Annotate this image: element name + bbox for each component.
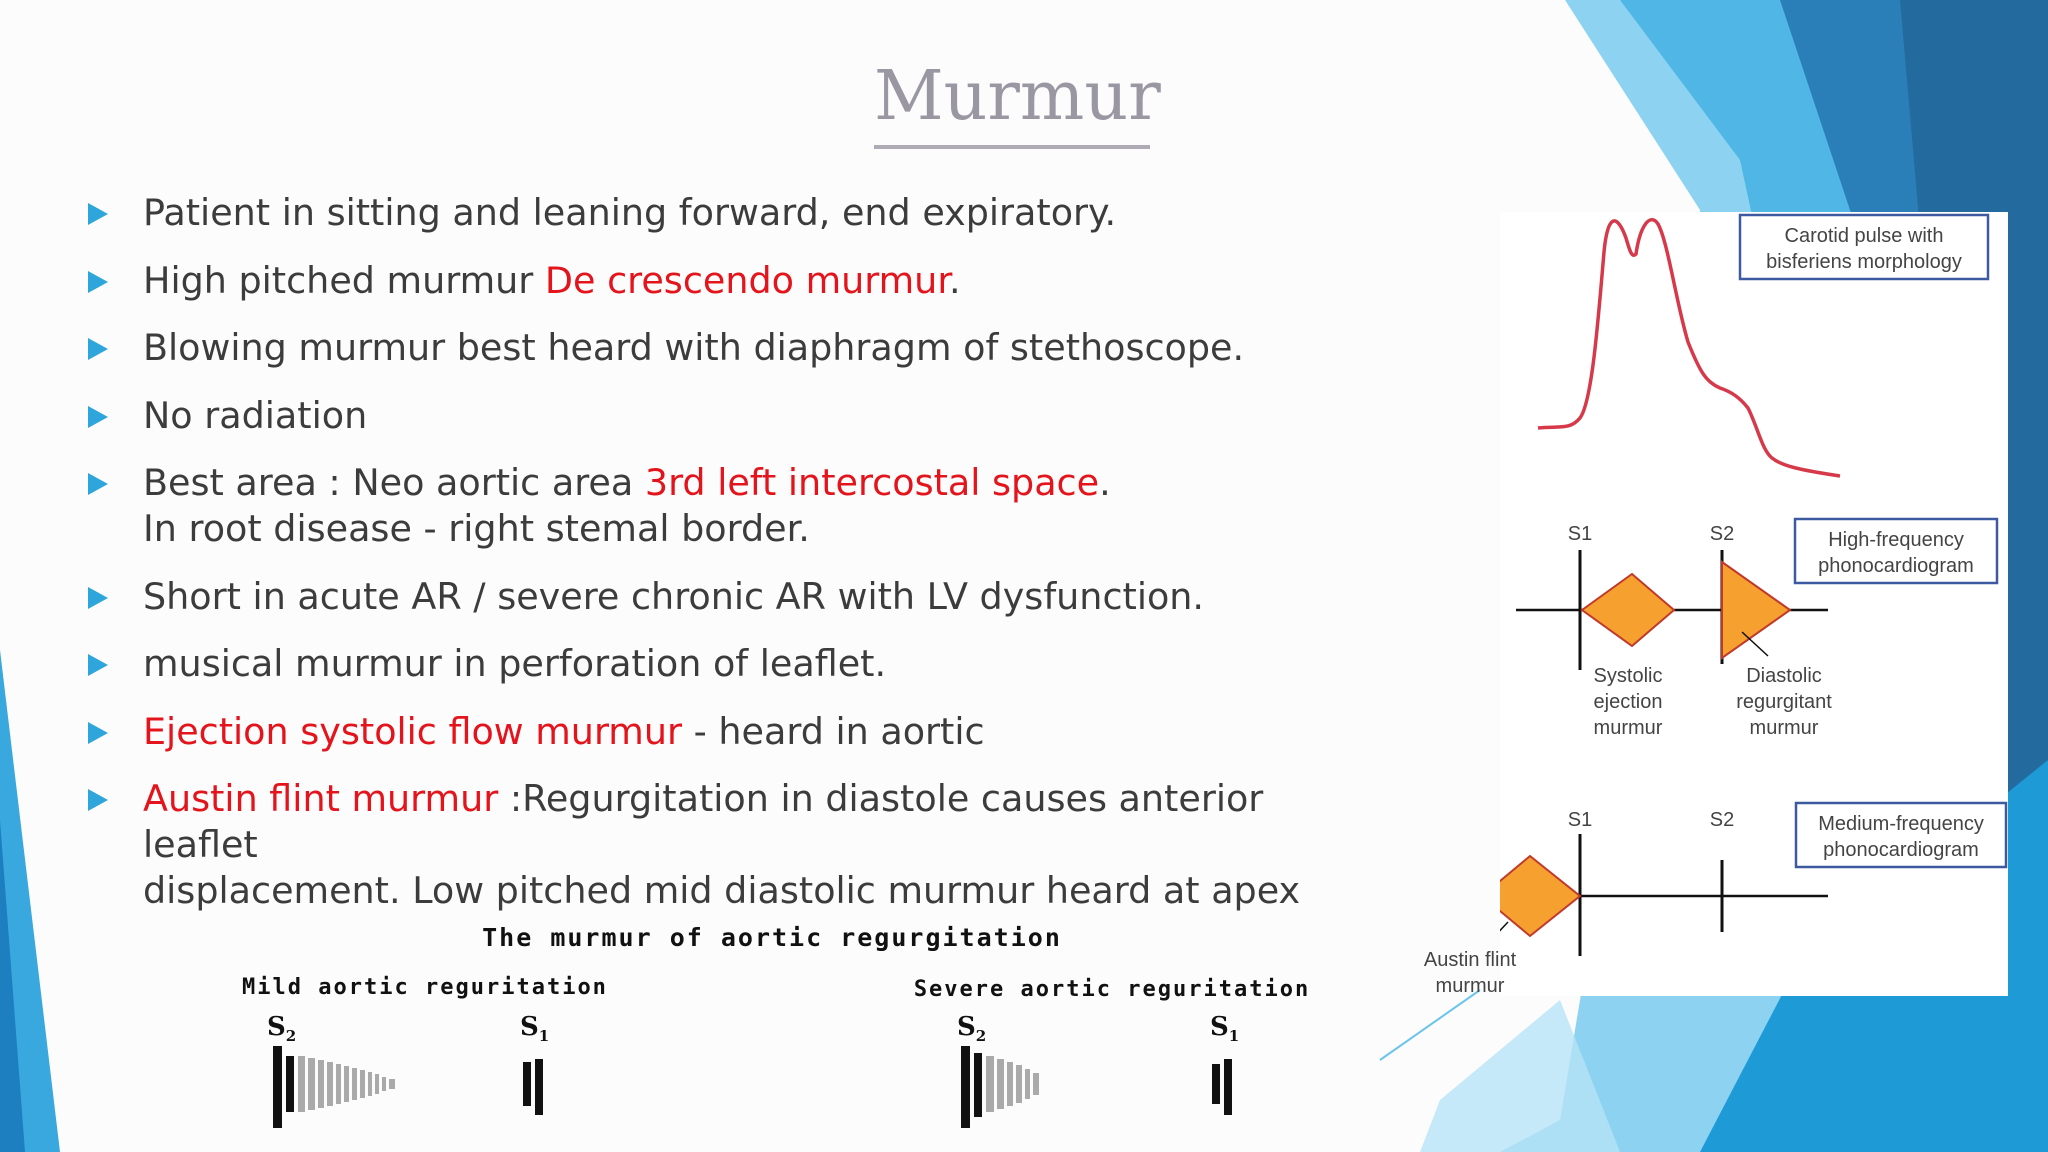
s2-label-high: S2 (1710, 523, 1734, 545)
diastolic-regurgitant-murmur-triangle (1721, 560, 1792, 660)
severe-label: Severe aortic reguritation (914, 977, 1310, 1002)
s1-label-high: S1 (1568, 523, 1592, 545)
carotid-label-line2: bisferiens morphology (1766, 251, 1962, 273)
severe-s1-label: S1 (1210, 1012, 1239, 1045)
bullet-text: - heard in aortic (682, 709, 985, 753)
high-frequency-label-box (1793, 517, 1999, 585)
austin-flint-murmur-diamond (1500, 854, 1582, 938)
bullet-arrow-icon (88, 203, 108, 225)
carotid-label-box (1738, 213, 1990, 281)
bullet-arrow-icon (88, 338, 108, 360)
bullet-text: musical murmur in perforation of leaflet… (143, 642, 887, 685)
bullet-arrow-icon (88, 270, 108, 293)
bullet-text: Blowing murmur best heard with diaphragm… (143, 326, 1245, 369)
austin-label-line1: Austin flint (1424, 949, 1517, 971)
systolic-label-line1: Systolic (1594, 665, 1663, 687)
diastolic-label-line1: Diastolic (1746, 665, 1822, 687)
bullet-item: musical murmur in perforation of leaflet… (80, 641, 1380, 687)
bullet-item: High pitched murmur De crescendo murmur. (80, 258, 1380, 304)
bullet-arrow-icon (88, 654, 108, 676)
bullet-item: Austin flint murmur :Regurgitation in di… (80, 776, 1380, 914)
bullet-text: . (948, 258, 961, 302)
bullet-text: In root disease - right stemal border. (143, 507, 810, 550)
medium-frequency-label-line2: phonocardiogram (1823, 839, 1979, 861)
severe-s2-label: S2 (957, 1012, 986, 1045)
systolic-label-line2: ejection (1594, 691, 1663, 713)
highlighted-text: Austin flint murmur (143, 777, 499, 820)
austin-label-line2: murmur (1436, 975, 1505, 997)
bullet-text: Short in acute AR / severe chronic AR wi… (143, 574, 1205, 618)
bullet-text: . (1099, 461, 1111, 504)
bullet-item: Blowing murmur best heard with diaphragm… (80, 325, 1380, 371)
bullet-arrow-icon (88, 586, 108, 609)
aortic-regurgitation-figure: The murmur of aortic regurgitation Mild … (242, 923, 1310, 1128)
aortic-figure-title: The murmur of aortic regurgitation (482, 923, 1062, 952)
diastolic-label-line3: murmur (1750, 717, 1819, 739)
highlighted-text: Ejection systolic flow murmur (143, 709, 682, 753)
bullet-item: Ejection systolic flow murmur - heard in… (80, 709, 1380, 755)
mild-s1-label: S1 (520, 1012, 549, 1045)
bullet-item: Short in acute AR / severe chronic AR wi… (80, 574, 1380, 620)
highlighted-text: 3rd left intercostal space (644, 461, 1100, 504)
high-frequency-label-line2: phonocardiogram (1818, 555, 1974, 577)
carotid-label-line1: Carotid pulse with (1785, 225, 1944, 247)
diastolic-label-line2: regurgitant (1736, 691, 1832, 713)
austin-flint-label: Austin flint murmur (1424, 949, 1517, 997)
bullet-text: displacement. Low pitched mid diastolic … (143, 869, 1301, 912)
bullet-arrow-icon (88, 473, 108, 495)
s1-label-medium: S1 (1568, 809, 1592, 831)
bullet-text: Best area : Neo aortic area (143, 461, 645, 504)
bullet-list: Patient in sitting and leaning forward, … (80, 190, 1380, 936)
carotid-pulse-waveform (1537, 217, 1841, 478)
systolic-ejection-murmur-diamond (1580, 572, 1676, 648)
mild-murmur-waveform (273, 1046, 543, 1128)
bullet-text: :Regurgitation in diastole causes anteri… (143, 777, 1264, 866)
title-underline (874, 145, 1150, 149)
bullet-arrow-icon (88, 721, 108, 744)
bullet-text: Patient in sitting and leaning forward, … (143, 191, 1117, 234)
bullet-arrow-icon (88, 789, 108, 811)
medium-frequency-label-line1: Medium-frequency (1818, 813, 1984, 835)
slide-title: Murmur (874, 57, 1161, 136)
mild-s2-label: S2 (267, 1012, 296, 1045)
systolic-label-line3: murmur (1594, 717, 1663, 739)
medium-frequency-label-box (1794, 801, 2008, 869)
bullet-item: Best area : Neo aortic area 3rd left int… (80, 460, 1380, 552)
bullet-text: High pitched murmur (143, 258, 545, 302)
bullet-item: No radiation (80, 393, 1380, 439)
severe-murmur-waveform (961, 1046, 1232, 1128)
mild-label: Mild aortic reguritation (242, 975, 608, 1000)
highlighted-text: De crescendo murmur (544, 258, 949, 302)
phonocardiogram-figure: Carotid pulse with bisferiens morphology… (1500, 212, 2008, 996)
high-frequency-label-line1: High-frequency (1828, 529, 1964, 551)
bullet-text: No radiation (143, 393, 368, 437)
s2-label-medium: S2 (1710, 809, 1734, 831)
bullet-item: Patient in sitting and leaning forward, … (80, 190, 1380, 236)
bullet-arrow-icon (88, 405, 108, 428)
